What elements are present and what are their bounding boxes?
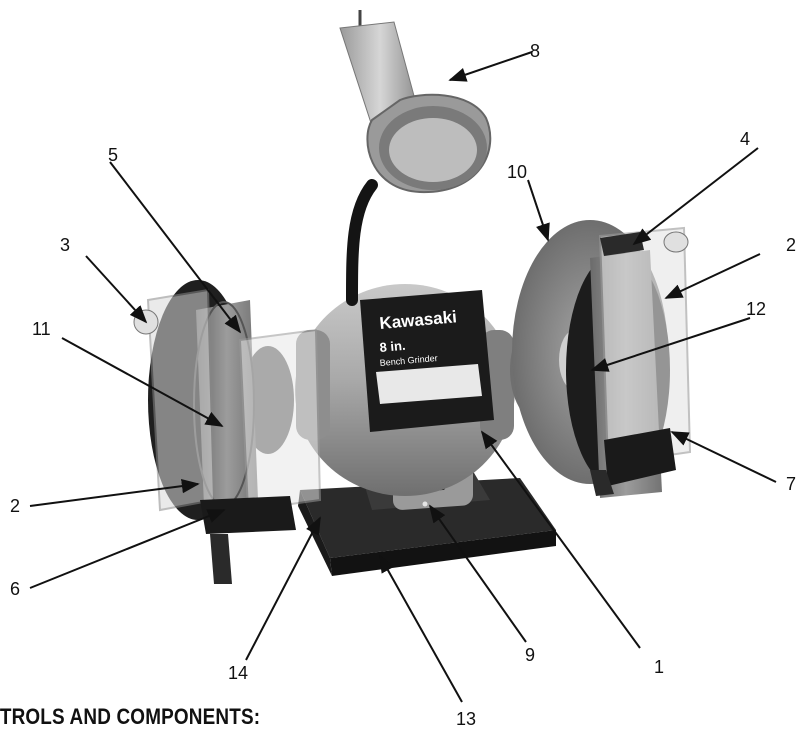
leader-7 [670,431,777,483]
motor-housing: Kawasaki 8 in. Bench Grinder [295,284,515,496]
leader-9 [428,504,527,643]
flex-lamp [339,10,492,306]
callout-2-right: 2 [786,235,797,255]
callout-13: 13 [456,709,477,729]
callout-5: 5 [108,145,119,165]
leader-8 [448,51,533,82]
leader-14 [245,516,321,661]
leader-11 [61,337,224,427]
leader-6 [29,509,226,589]
leader-5 [109,161,242,334]
leader-2-left [29,478,200,507]
callout-7: 7 [786,474,797,494]
callout-leaders [29,51,777,703]
callout-2-left: 2 [10,496,21,516]
callout-3: 3 [60,235,71,255]
callout-14: 14 [228,663,249,683]
callout-4: 4 [740,129,751,149]
callout-10: 10 [507,162,528,182]
leader-1 [480,430,641,649]
leader-4 [632,147,759,246]
right-wheel-assembly [510,220,692,498]
callout-1: 1 [654,657,665,677]
left-wheel-assembly [133,280,322,584]
leader-12 [590,317,751,372]
callout-8: 8 [530,41,541,61]
callout-11: 11 [32,319,51,339]
section-heading: NTROLS AND COMPONENTS: [0,704,261,729]
leader-10 [527,179,550,242]
leader-2-right [664,253,761,299]
callout-12: 12 [746,299,767,319]
model-size-text: 8 in. [379,338,406,355]
callout-9: 9 [525,645,536,665]
leader-3 [85,255,148,324]
leader-13 [379,554,463,703]
callout-6: 6 [10,579,21,599]
